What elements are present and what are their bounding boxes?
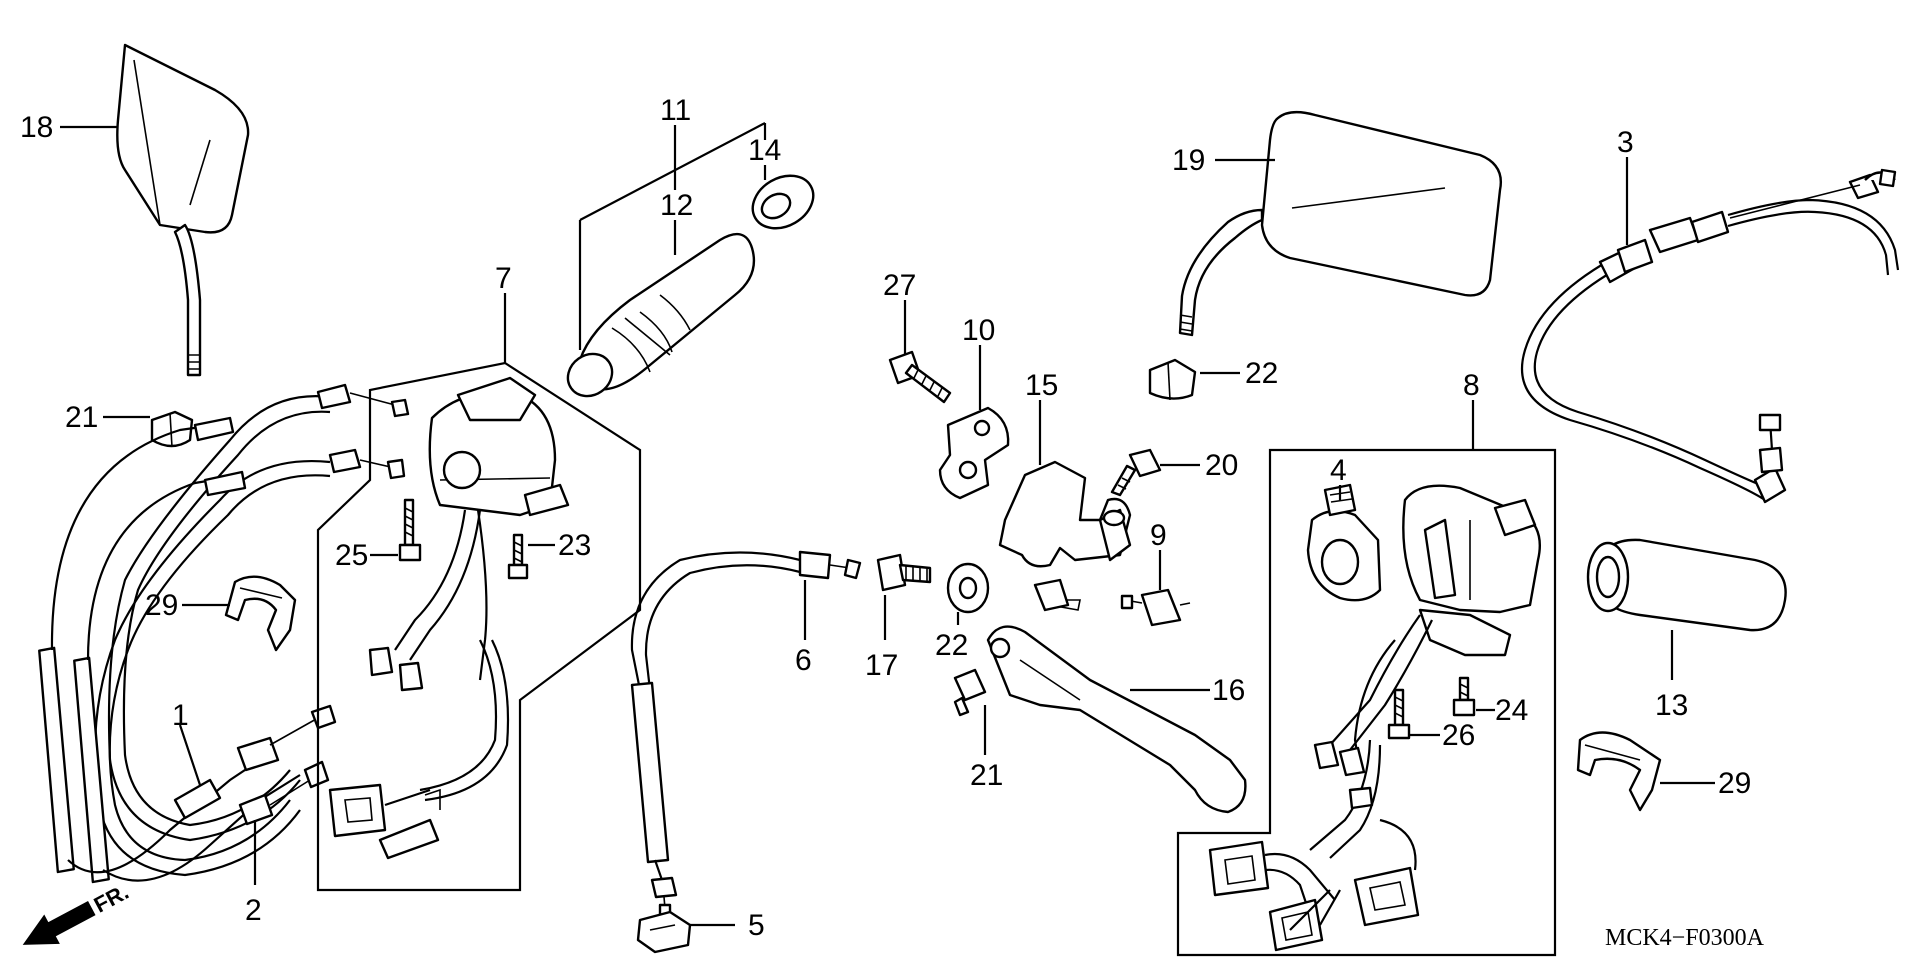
bolt-28 bbox=[888, 350, 952, 404]
callout-6: 6 bbox=[795, 644, 812, 677]
locknut-23 bbox=[946, 562, 990, 614]
callout-24: 23 bbox=[558, 529, 591, 562]
callout-22a: 21 bbox=[65, 401, 98, 434]
leader-11 bbox=[579, 122, 766, 221]
callout-18: 18 bbox=[20, 111, 53, 144]
screw-21 bbox=[953, 668, 987, 717]
callout-12: 12 bbox=[660, 189, 693, 222]
callout-3: 3 bbox=[1617, 126, 1634, 159]
callout-1: 1 bbox=[172, 699, 189, 732]
band-clamp-right bbox=[1576, 731, 1662, 812]
throttle-cables bbox=[38, 383, 410, 884]
switch-left-assembly bbox=[316, 361, 642, 892]
bolt-20 bbox=[1110, 448, 1162, 497]
callout-2: 2 bbox=[245, 894, 262, 927]
screw-26 bbox=[398, 498, 422, 562]
clutch-cable bbox=[630, 550, 862, 927]
throttle-housing-4 bbox=[1306, 483, 1382, 602]
holder-10 bbox=[938, 406, 1010, 500]
callout-25: 24 bbox=[1495, 694, 1528, 727]
callout-20: 20 bbox=[1205, 449, 1238, 482]
callout-15: 15 bbox=[1025, 369, 1058, 402]
callout-29a: 29 bbox=[145, 589, 178, 622]
switch-right-assembly bbox=[1176, 448, 1557, 957]
diagram-code: MCK4−F0300A bbox=[1605, 925, 1765, 951]
grip-end-14 bbox=[751, 174, 815, 230]
clutch-switch-9 bbox=[1120, 588, 1191, 627]
callout-10: 10 bbox=[962, 314, 995, 347]
front-direction-arrow: FR. bbox=[22, 879, 133, 945]
callout-22b: 22 bbox=[1245, 357, 1278, 390]
choke-cable bbox=[1520, 168, 1900, 504]
callout-7: 7 bbox=[495, 262, 512, 295]
front-label: FR. bbox=[90, 879, 133, 918]
clutch-lever-16 bbox=[986, 625, 1247, 814]
screw-27 bbox=[1387, 688, 1411, 740]
callout-16: 16 bbox=[1212, 674, 1245, 707]
callout-13: 13 bbox=[1655, 689, 1688, 722]
mirror-nut-cover-right bbox=[1148, 358, 1197, 401]
dust-boot-5 bbox=[636, 910, 692, 954]
band-clamp-left bbox=[224, 575, 297, 652]
callout-11: 11 bbox=[660, 94, 691, 127]
leader-1 bbox=[178, 724, 202, 786]
callout-4: 4 bbox=[1330, 454, 1347, 487]
mirror-left bbox=[116, 43, 250, 377]
callout-28: 27 bbox=[883, 269, 916, 302]
callout-9: 9 bbox=[1150, 519, 1167, 552]
callout-23: 22 bbox=[935, 629, 968, 662]
callout-29b: 29 bbox=[1718, 767, 1751, 800]
adjuster-17 bbox=[876, 553, 932, 592]
callout-17: 17 bbox=[865, 649, 898, 682]
callout-26: 25 bbox=[335, 539, 368, 572]
callout-14: 14 bbox=[748, 134, 781, 167]
screw-25 bbox=[1452, 676, 1476, 717]
callout-27: 26 bbox=[1442, 719, 1475, 752]
mirror-right bbox=[1178, 110, 1502, 337]
grip-13 bbox=[1586, 538, 1787, 632]
lever-bracket-15 bbox=[998, 460, 1132, 612]
callout-8: 8 bbox=[1463, 369, 1480, 402]
throttle-grip bbox=[566, 232, 756, 398]
callout-21: 21 bbox=[970, 759, 1003, 792]
callout-5: 5 bbox=[748, 909, 765, 942]
screw-24 bbox=[507, 533, 529, 580]
callout-19: 19 bbox=[1172, 144, 1205, 177]
